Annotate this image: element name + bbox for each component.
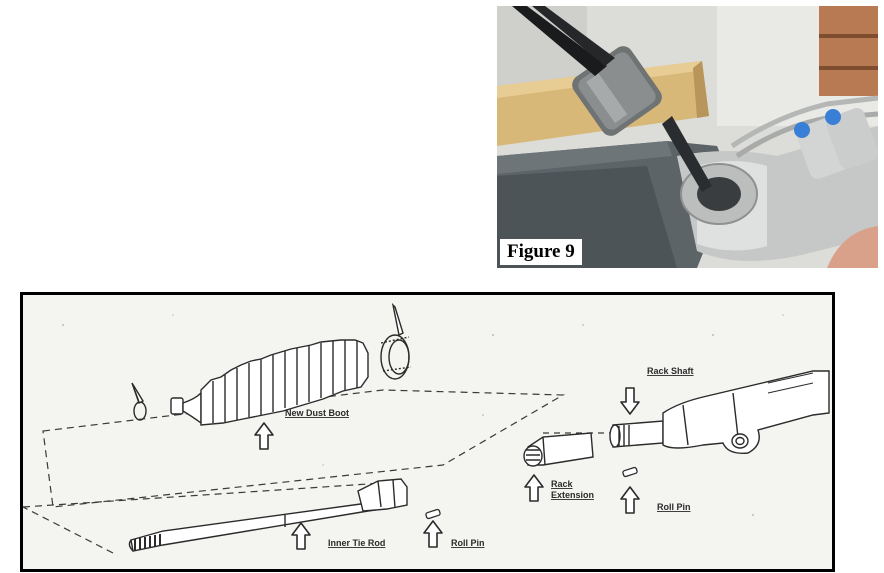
- rack-extension-part: [523, 432, 594, 467]
- scan-noise: [62, 314, 784, 516]
- exploded-diagram: New Dust Boot Inner Tie Rod Roll Pin Rac…: [20, 292, 835, 572]
- roll-pin-right-part: [622, 466, 638, 478]
- roll-pin-left-label: Roll Pin: [451, 538, 485, 548]
- rack-extension-label-line2: Extension: [551, 490, 594, 500]
- new-dust-boot-label: New Dust Boot: [285, 408, 349, 418]
- tie-rod-plane: [23, 482, 384, 554]
- roll-pin-left-part: [425, 508, 441, 520]
- roll-pin-right-label: Roll Pin: [657, 502, 691, 512]
- dust-boot-plane: [42, 389, 566, 508]
- dust-boot-part: [170, 339, 369, 426]
- small-boot-clamp: [131, 382, 147, 421]
- rack-shaft-label: Rack Shaft: [647, 366, 694, 376]
- photo-illustration: [497, 6, 878, 268]
- large-boot-clamp: [380, 302, 412, 380]
- figure-9-photo: Figure 9: [497, 6, 878, 268]
- rack-shaft-part: [609, 370, 830, 454]
- diagram-illustration: New Dust Boot Inner Tie Rod Roll Pin Rac…: [23, 302, 830, 554]
- inner-tie-rod-label: Inner Tie Rod: [328, 538, 385, 548]
- figure-caption: Figure 9: [500, 239, 582, 265]
- rack-extension-label-line1: Rack: [551, 479, 574, 489]
- inner-tie-rod-part: [128, 478, 408, 552]
